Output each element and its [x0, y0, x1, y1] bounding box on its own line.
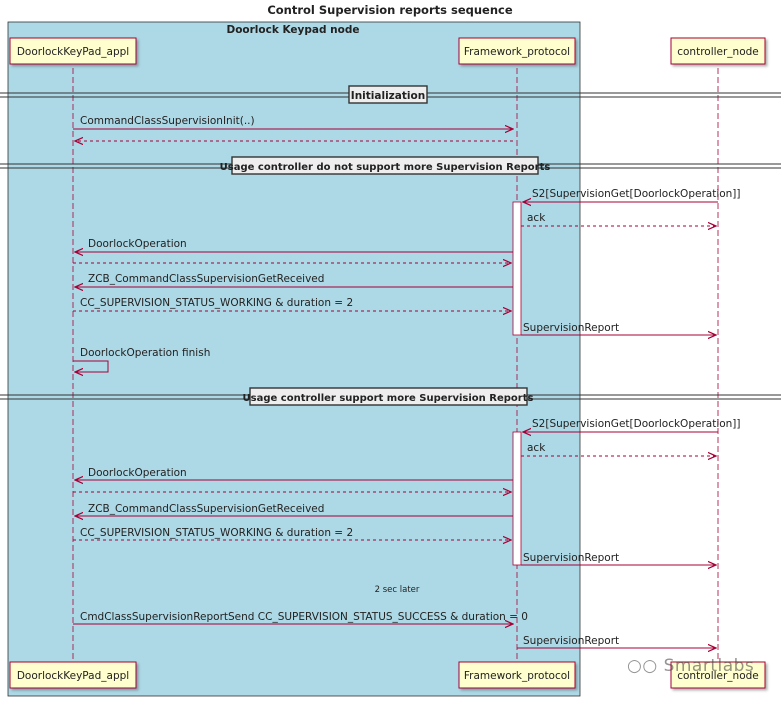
chat-icon: ○○	[627, 656, 658, 676]
framework-activation-1	[512, 201, 522, 336]
section-more-reports: Usage controller support more Supervisio…	[0, 387, 781, 406]
section-no-more-reports-label: Usage controller do not support more Sup…	[220, 162, 551, 173]
msg-supervision-report-1-label: SupervisionReport	[523, 322, 619, 334]
watermark-logo: ○○ Smartlabs	[627, 656, 754, 676]
msg-cc-working-2: CC_SUPERVISION_STATUS_WORKING & duration…	[73, 527, 511, 540]
msg-doorlock-finish-label: DoorlockOperation finish	[80, 347, 210, 359]
participant-framework-top-label: Framework_protocol	[464, 46, 570, 58]
participant-controller-top-label: controller_node	[677, 46, 759, 58]
participant-framework-bottom: Framework_protocol	[458, 661, 576, 689]
participant-controller-bottom: controller_node	[670, 661, 766, 689]
msg-ack-1-label: ack	[527, 212, 546, 224]
msg-doorlock-operation-1: DoorlockOperation	[75, 238, 513, 252]
section-more-reports-label: Usage controller support more Supervisio…	[243, 393, 534, 404]
participant-controller-bottom-label: controller_node	[677, 670, 759, 682]
msg-s2-get-2-label: S2[SupervisionGet[DoorlockOperation]]	[532, 418, 741, 430]
msg-ack-1: ack	[521, 212, 716, 226]
participant-framework-bottom-label: Framework_protocol	[464, 670, 570, 682]
msg-doorlock-operation-2: DoorlockOperation	[75, 467, 513, 480]
participant-app-bottom: DoorlockKeyPad_appl	[9, 661, 137, 689]
msg-ack-2: ack	[521, 442, 716, 456]
msg-doorlock-operation-1-label: DoorlockOperation	[88, 238, 187, 250]
delay-label: 2 sec later	[375, 585, 420, 595]
msg-zcb-received-2-label: ZCB_CommandClassSupervisionGetReceived	[88, 503, 324, 515]
msg-supervision-report-2: SupervisionReport	[521, 552, 716, 565]
msg-s2-get-2: S2[SupervisionGet[DoorlockOperation]]	[523, 418, 741, 432]
msg-s2-get-1-label: S2[SupervisionGet[DoorlockOperation]]	[532, 188, 741, 200]
participant-app-bottom-label: DoorlockKeyPad_appl	[17, 670, 129, 682]
section-no-more-reports: Usage controller do not support more Sup…	[0, 156, 781, 175]
msg-ack-2-label: ack	[527, 442, 546, 454]
msg-supervision-report-1: SupervisionReport	[521, 322, 716, 335]
msg-supervision-report-2-label: SupervisionReport	[523, 552, 619, 564]
msg-zcb-received-1-label: ZCB_CommandClassSupervisionGetReceived	[88, 273, 324, 285]
msg-cc-working-2-label: CC_SUPERVISION_STATUS_WORKING & duration…	[80, 527, 353, 539]
msg-cc-working-1-label: CC_SUPERVISION_STATUS_WORKING & duration…	[80, 297, 353, 309]
participant-framework-top: Framework_protocol	[458, 37, 576, 65]
msg-s2-get-1: S2[SupervisionGet[DoorlockOperation]]	[523, 188, 741, 202]
msg-report-send: CmdClassSupervisionReportSend CC_SUPERVI…	[73, 611, 528, 624]
msg-supervision-report-3-label: SupervisionReport	[523, 635, 619, 647]
msg-doorlock-finish: DoorlockOperation finish	[73, 347, 210, 372]
msg-supervision-init: CommandClassSupervisionInit(..)	[73, 115, 513, 129]
framework-activation-2	[512, 431, 522, 566]
msg-supervision-report-3: SupervisionReport	[517, 635, 716, 648]
section-initialization-label: Initialization	[351, 90, 425, 102]
watermark-text: Smartlabs	[663, 656, 755, 676]
keypad-node-box-title: Doorlock Keypad node	[226, 24, 359, 36]
diagram-title: Control Supervision reports sequence	[267, 3, 513, 17]
msg-supervision-init-label: CommandClassSupervisionInit(..)	[80, 115, 255, 127]
msg-zcb-received-1: ZCB_CommandClassSupervisionGetReceived	[75, 273, 513, 287]
participant-app-top-label: DoorlockKeyPad_appl	[17, 46, 129, 58]
msg-cc-working-1: CC_SUPERVISION_STATUS_WORKING & duration…	[73, 297, 511, 311]
msg-zcb-received-2: ZCB_CommandClassSupervisionGetReceived	[75, 503, 513, 516]
participant-controller-top: controller_node	[670, 37, 766, 65]
participant-app-top: DoorlockKeyPad_appl	[9, 37, 137, 65]
keypad-node-box	[7, 21, 581, 697]
msg-doorlock-operation-2-label: DoorlockOperation	[88, 467, 187, 479]
msg-report-send-label: CmdClassSupervisionReportSend CC_SUPERVI…	[80, 611, 528, 623]
section-initialization: Initialization	[0, 85, 781, 104]
